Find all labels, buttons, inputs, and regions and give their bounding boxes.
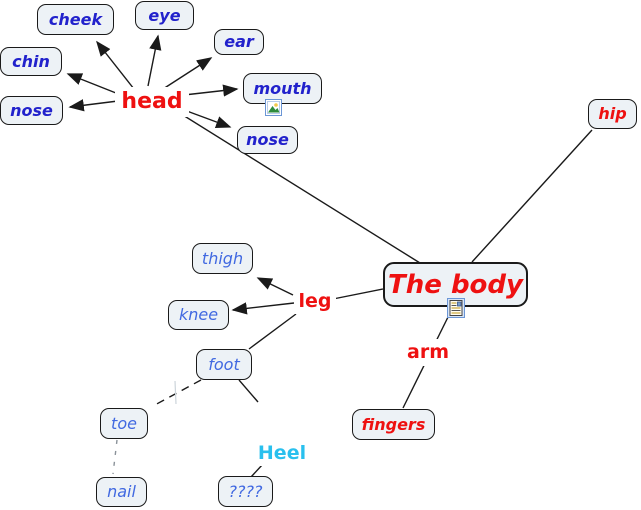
- edge-body-leg: [332, 288, 384, 300]
- node-the-body[interactable]: The body: [383, 262, 528, 307]
- node-foot-label: foot: [208, 354, 240, 374]
- picture-icon[interactable]: [265, 99, 282, 116]
- node-leg-label: leg: [298, 289, 332, 312]
- node-nose-lower-label: nose: [246, 130, 289, 149]
- node-cheek[interactable]: cheek: [37, 4, 114, 35]
- edge-head-nose1: [68, 99, 119, 112]
- edge-body-hip: [471, 129, 593, 263]
- node-heel[interactable]: Heel: [253, 441, 311, 466]
- edge-leg-thigh: [256, 277, 294, 296]
- node-foot[interactable]: foot: [196, 349, 252, 380]
- node-nail[interactable]: nail: [96, 477, 147, 507]
- node-hip-label: hip: [598, 104, 627, 123]
- edge-foot-stray: [174, 380, 177, 405]
- node-arm[interactable]: arm: [402, 339, 454, 366]
- node-the-body-label: The body: [388, 269, 523, 300]
- node-nose-left-label: nose: [10, 100, 53, 120]
- node-eye[interactable]: eye: [135, 1, 194, 30]
- node-head-label: head: [121, 89, 183, 114]
- edge-head-mouth: [183, 84, 239, 97]
- node-nose-left[interactable]: nose: [0, 96, 63, 125]
- node-nose-lower[interactable]: nose: [237, 126, 298, 154]
- edge-heel-unknown: [250, 463, 264, 478]
- node-heel-label: Heel: [257, 442, 307, 464]
- node-eye-label: eye: [148, 5, 181, 25]
- node-chin[interactable]: chin: [0, 47, 62, 76]
- node-nail-label: nail: [107, 482, 136, 501]
- node-unknown-label: ????: [228, 481, 263, 501]
- node-fingers-label: fingers: [361, 414, 426, 434]
- node-knee[interactable]: knee: [168, 300, 229, 330]
- node-ear[interactable]: ear: [214, 29, 264, 55]
- node-fingers[interactable]: fingers: [352, 409, 435, 440]
- node-unknown[interactable]: ????: [218, 476, 273, 507]
- node-mouth[interactable]: mouth: [243, 73, 322, 104]
- node-hip[interactable]: hip: [588, 99, 637, 129]
- edge-foot-toe: [152, 379, 202, 407]
- node-knee-label: knee: [178, 305, 219, 324]
- node-cheek-label: cheek: [48, 9, 103, 29]
- edge-head-ear: [162, 57, 213, 90]
- node-leg[interactable]: leg: [294, 288, 336, 314]
- node-chin-label: chin: [12, 51, 50, 71]
- node-ear-label: ear: [224, 32, 254, 51]
- edge-toe-nail: [112, 439, 118, 475]
- node-thigh[interactable]: thigh: [192, 243, 253, 274]
- node-toe-label: toe: [111, 413, 137, 433]
- node-toe[interactable]: toe: [100, 408, 148, 439]
- node-head[interactable]: head: [115, 87, 189, 117]
- edge-leg-knee: [231, 302, 295, 315]
- edge-head-cheek: [96, 40, 135, 90]
- edge-leg-foot: [248, 313, 297, 350]
- node-mouth-label: mouth: [253, 78, 312, 98]
- edge-head-body: [169, 106, 421, 264]
- notes-image-icon[interactable]: [447, 298, 465, 318]
- node-arm-label: arm: [407, 341, 449, 363]
- edge-head-eye: [147, 34, 162, 87]
- edge-head-chin: [66, 73, 122, 96]
- edge-foot-heel: [238, 379, 259, 403]
- node-thigh-label: thigh: [201, 248, 244, 268]
